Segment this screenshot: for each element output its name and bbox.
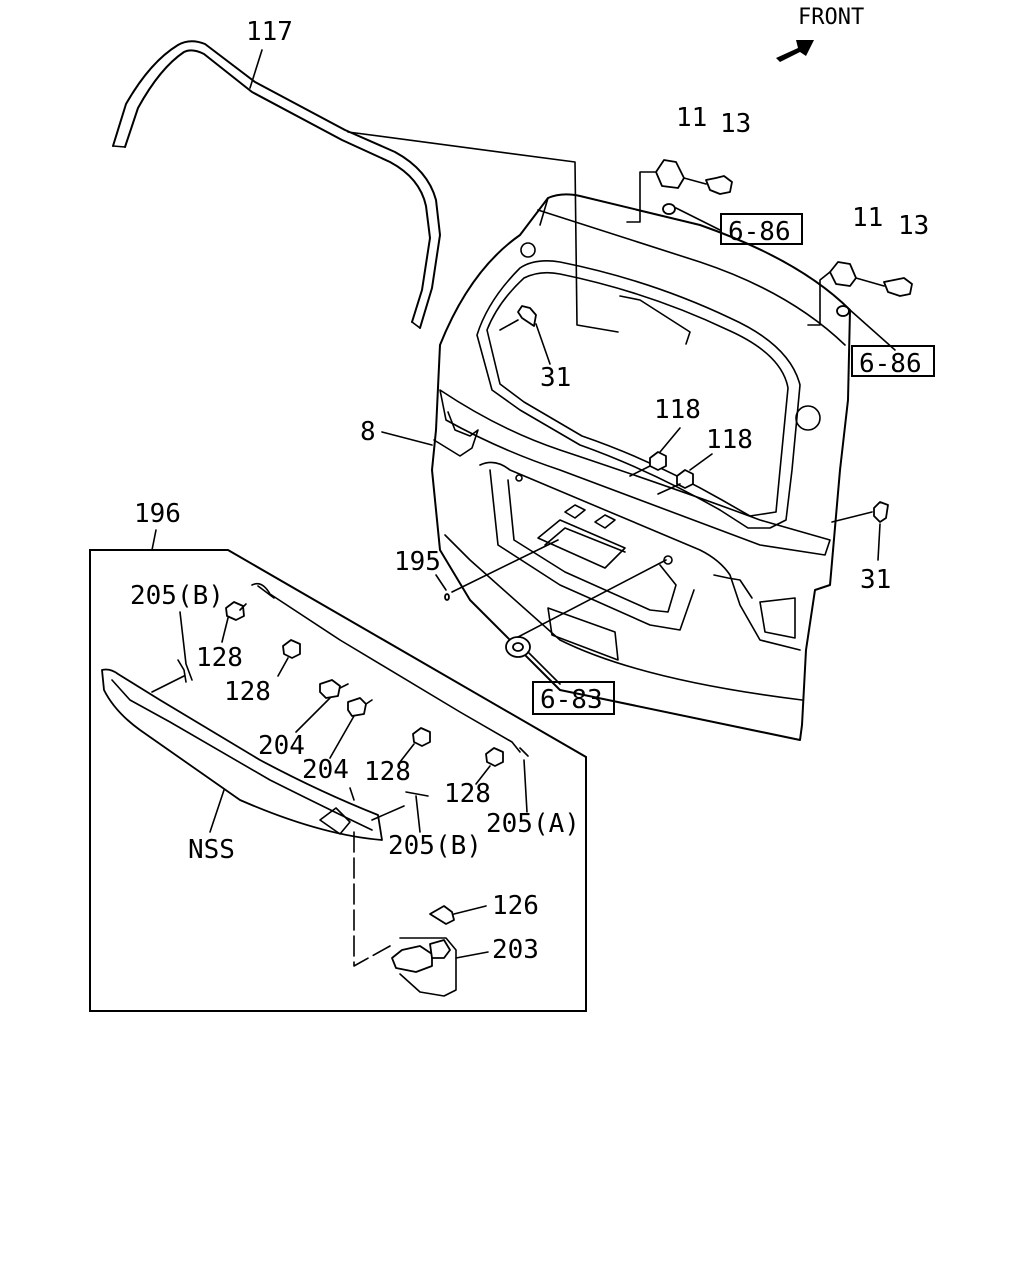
ref-box-6-83 bbox=[532, 681, 615, 715]
clip-31-right bbox=[831, 501, 889, 561]
label-204-b: 204 bbox=[302, 755, 349, 785]
label-205a: 205(A) bbox=[486, 809, 580, 839]
label-128-b: 128 bbox=[224, 677, 271, 707]
front-arrow-icon bbox=[776, 40, 814, 62]
hinge-assembly-right bbox=[807, 261, 913, 351]
front-direction-indicator: FRONT bbox=[776, 5, 864, 62]
label-11-top: 11 bbox=[676, 103, 707, 133]
label-205b-top: 205(B) bbox=[130, 581, 224, 611]
ref-box-6-86-top bbox=[720, 213, 803, 245]
ref-box-6-86-right bbox=[851, 345, 935, 377]
front-label: FRONT bbox=[798, 5, 864, 30]
tailgate-door-8 bbox=[431, 193, 851, 741]
nuts-118 bbox=[629, 427, 713, 495]
label-205b-bottom: 205(B) bbox=[388, 831, 482, 861]
weatherstrip-117 bbox=[112, 40, 619, 333]
hinge-assembly-top bbox=[626, 159, 733, 231]
label-128-d: 128 bbox=[444, 779, 491, 809]
garnish-assembly-196 bbox=[89, 529, 587, 1012]
label-126: 126 bbox=[492, 891, 539, 921]
label-128-c: 128 bbox=[364, 757, 411, 787]
label-196: 196 bbox=[134, 499, 181, 529]
plug-195 bbox=[435, 539, 559, 601]
label-204-a: 204 bbox=[258, 731, 305, 761]
label-118-a: 118 bbox=[654, 395, 701, 425]
leader-8 bbox=[381, 431, 433, 446]
label-31-right: 31 bbox=[860, 565, 891, 595]
label-8: 8 bbox=[360, 417, 376, 447]
label-6-86-right: 6-86 bbox=[859, 349, 922, 379]
label-195: 195 bbox=[394, 547, 441, 577]
label-31-top: 31 bbox=[540, 363, 571, 393]
label-203: 203 bbox=[492, 935, 539, 965]
label-13-right: 13 bbox=[898, 211, 929, 241]
label-117: 117 bbox=[246, 17, 293, 47]
callout-labels: 117 11 13 6-86 11 13 6-86 31 118 118 8 1… bbox=[130, 17, 935, 965]
label-11-right: 11 bbox=[852, 203, 883, 233]
label-118-b: 118 bbox=[706, 425, 753, 455]
label-6-83: 6-83 bbox=[540, 685, 603, 715]
label-128-a: 128 bbox=[196, 643, 243, 673]
clip-31-top bbox=[499, 305, 551, 365]
label-nss: NSS bbox=[188, 835, 235, 865]
label-6-86-top: 6-86 bbox=[728, 217, 791, 247]
grommet-6-83 bbox=[505, 559, 667, 685]
label-13-top: 13 bbox=[720, 109, 751, 139]
